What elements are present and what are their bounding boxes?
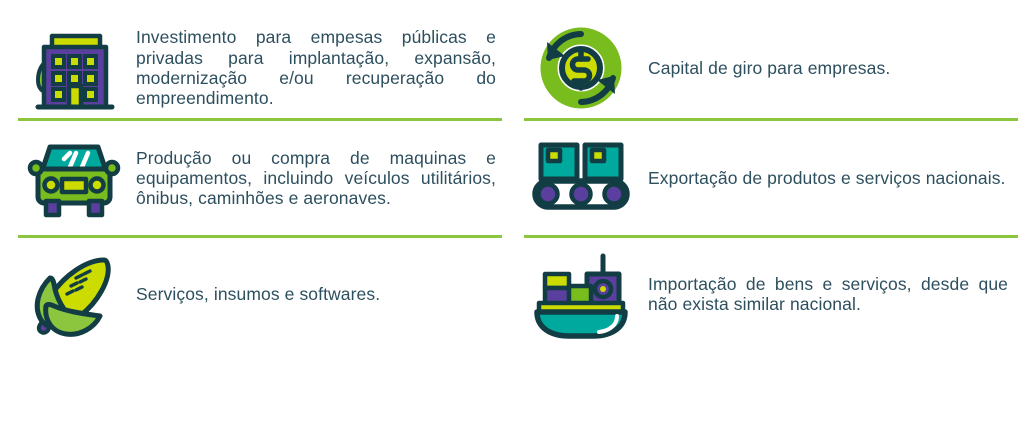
- list-item: Importação de bens e serviços, desde que…: [522, 238, 1024, 350]
- divider-left-1: [18, 118, 502, 121]
- divider-left-2: [18, 235, 502, 238]
- list-item-label: Exportação de produtos e serviços nacion…: [648, 167, 1006, 188]
- right-column: Capital de giro para empresas.: [512, 0, 1024, 428]
- left-column: Investimento para empesas públicas e pri…: [18, 0, 502, 350]
- list-item: Exportação de produtos e serviços nacion…: [522, 121, 1024, 235]
- divider-right-2: [524, 235, 1018, 238]
- corn-cob-icon: [18, 250, 130, 338]
- list-item-label: Importação de bens e serviços, desde que…: [648, 273, 1008, 314]
- list-item-label: Produção ou compra de maquinas e equipam…: [136, 147, 496, 209]
- conveyor-belt-boxes-icon: [522, 137, 640, 219]
- list-item-label: Capital de giro para empresas.: [648, 57, 891, 78]
- list-item-label: Investimento para empesas públicas e pri…: [136, 27, 496, 109]
- list-item: Investimento para empesas públicas e pri…: [18, 0, 502, 118]
- money-circulation-icon: [522, 20, 640, 116]
- list-item: Serviços, insumos e softwares.: [18, 238, 502, 350]
- divider-right-1: [524, 118, 1018, 121]
- office-building-icon: [18, 18, 130, 118]
- cargo-ship-icon: [522, 248, 640, 340]
- vehicle-front-icon: [18, 135, 130, 221]
- list-item: Produção ou compra de maquinas e equipam…: [18, 121, 502, 235]
- list-item-label: Serviços, insumos e softwares.: [136, 283, 381, 304]
- list-item: Capital de giro para empresas.: [522, 0, 1024, 118]
